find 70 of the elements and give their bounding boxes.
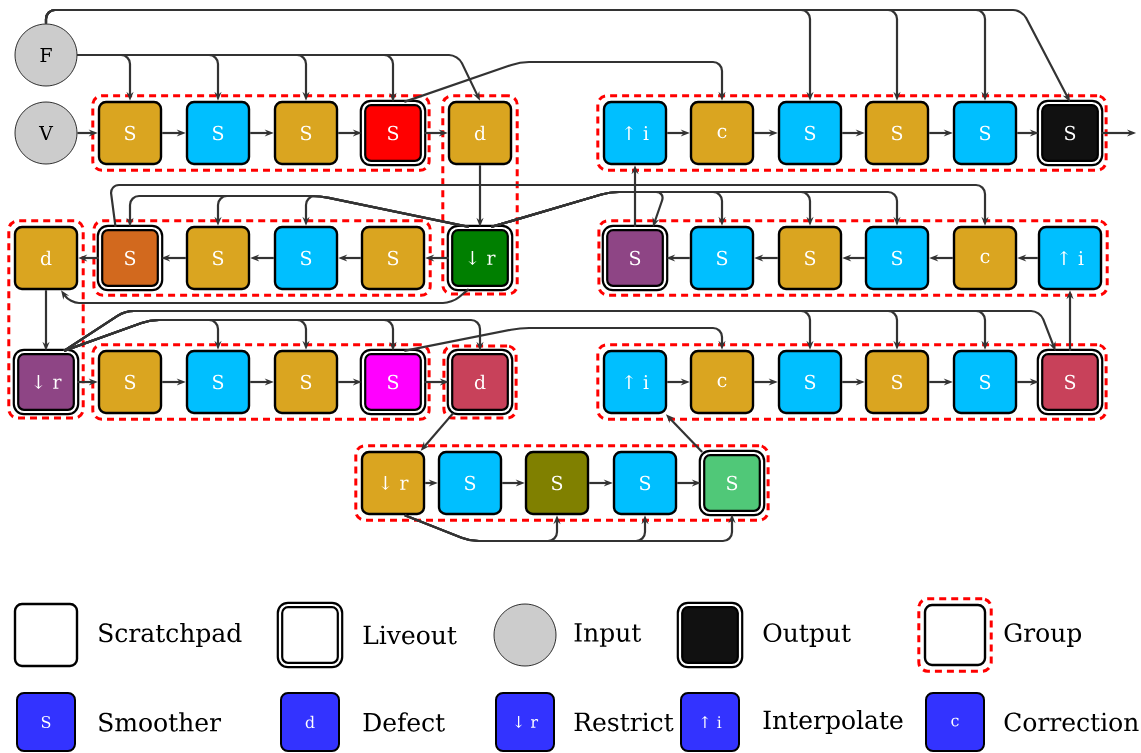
operation-box: S [1036, 99, 1104, 167]
operation-box: S [698, 449, 766, 517]
operation-box: S [273, 225, 339, 291]
group-outline [91, 343, 431, 421]
operation-box: S [864, 100, 930, 166]
operation-box: S [97, 100, 163, 166]
group-outline [441, 94, 519, 296]
legend-label: Input [574, 623, 642, 647]
operation-box: S [359, 348, 427, 416]
legend-label: Defect [363, 712, 445, 732]
arrow [491, 190, 901, 228]
operation-box: c [689, 349, 755, 415]
group-outline [596, 343, 1108, 421]
swatch-letter: ↓ r [515, 716, 539, 728]
operation-box: ↑ i [1037, 225, 1103, 291]
operation-box: S [524, 450, 590, 516]
group-outline [597, 219, 1109, 297]
legend-label: Restrict [574, 712, 674, 732]
arrow [404, 326, 726, 352]
legend-label: Liveout [363, 625, 457, 645]
operation-box: S [952, 349, 1018, 415]
arrow [110, 183, 989, 228]
legend-label: Group [1004, 623, 1082, 647]
group-outline [596, 94, 1108, 172]
swatch-letter: ↑ i [701, 716, 722, 728]
legend-label: Output [763, 623, 851, 647]
operation-box: S [612, 450, 678, 516]
arrow [63, 318, 484, 352]
operation-box: d [447, 100, 513, 166]
operation-box: S [952, 100, 1018, 166]
legend-label: Interpolate [763, 709, 903, 735]
operation-box: ↓ r [12, 348, 80, 416]
operation-box: S [273, 349, 339, 415]
operation-box: S [185, 349, 251, 415]
operation-box: S [864, 225, 930, 291]
arrow [403, 60, 726, 103]
operation-box: c [952, 225, 1018, 291]
operation-box: S [777, 225, 843, 291]
operation-box: S [601, 224, 669, 292]
operation-box: ↑ i [602, 100, 668, 166]
operation-box: c [689, 100, 755, 166]
swatch-letter: d [305, 715, 315, 729]
operation-box: S [360, 225, 426, 291]
operation-box: S [864, 349, 930, 415]
group-outline [7, 219, 85, 420]
group-outline [91, 94, 431, 172]
group-outline [92, 219, 432, 297]
operation-box: S [96, 224, 164, 292]
group-outline [354, 444, 770, 522]
legend-label: Scratchpad [99, 622, 242, 648]
operation-box: d [446, 348, 514, 416]
arrow [61, 288, 470, 305]
operation-box: ↑ i [602, 349, 668, 415]
swatch-letter: c [951, 717, 959, 727]
operation-box: S [185, 225, 251, 291]
operation-box: S [185, 100, 251, 166]
operation-box: S [97, 349, 163, 415]
swatch-letter: S [41, 715, 51, 729]
operation-box: d [13, 225, 79, 291]
operation-box: S [359, 99, 427, 167]
operation-box: S [689, 225, 755, 291]
operation-box: ↓ r [360, 450, 426, 516]
operation-box: ↓ r [446, 224, 514, 292]
legend-label: Smoother [99, 712, 222, 732]
legend-label: Correction [1004, 712, 1139, 732]
operation-box: S [273, 100, 339, 166]
operation-box: S [437, 450, 503, 516]
operation-box: S [1036, 348, 1104, 416]
operation-box: S [777, 100, 843, 166]
operation-box: S [777, 349, 843, 415]
